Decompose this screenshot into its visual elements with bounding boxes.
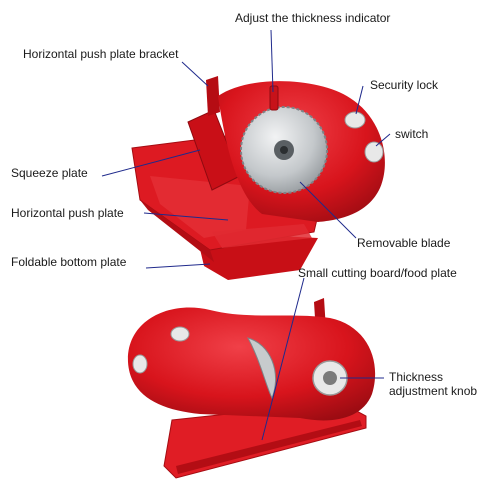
leader-foldable-bottom-plate: [145, 263, 211, 269]
top-slicer: [131, 76, 385, 280]
leader-horizontal-push-plate: [143, 212, 229, 221]
leader-switch: [375, 133, 391, 147]
label-removable-blade: Removable blade: [357, 236, 451, 250]
power-switch: [364, 141, 384, 163]
label-squeeze-plate: Squeeze plate: [11, 166, 88, 180]
rear-switch: [132, 354, 148, 374]
security-lock-button: [344, 111, 366, 129]
small-cutting-board-top: [212, 224, 312, 248]
label-switch: switch: [395, 127, 429, 141]
rear-lock-button: [170, 326, 190, 342]
leader-squeeze-plate: [101, 149, 201, 177]
thickness-indicator: [269, 85, 279, 111]
leader-push-plate-bracket: [181, 61, 209, 87]
label-push-plate-bracket: Horizontal push plate bracket: [23, 47, 179, 61]
leader-cutting-board: [261, 277, 305, 441]
leader-security-lock: [355, 85, 364, 115]
push-plate-bracket: [206, 76, 220, 116]
label-security-lock: Security lock: [370, 78, 439, 92]
leader-lines: [101, 29, 391, 441]
label-foldable-bottom-plate: Foldable bottom plate: [11, 255, 127, 269]
thickness-adjustment-knob: [312, 360, 348, 396]
label-horizontal-push-plate: Horizontal push plate: [11, 206, 124, 220]
leader-removable-blade: [299, 181, 357, 239]
bottom-slicer: [127, 298, 376, 479]
label-thickness-knob: Thickness adjustment knob: [389, 370, 478, 398]
removable-blade: [240, 106, 328, 194]
leader-thickness-indicator: [270, 29, 274, 93]
blade-edge: [246, 337, 276, 400]
label-adjust-thickness-indicator: Adjust the thickness indicator: [235, 11, 391, 25]
slicer-body-rear: [127, 307, 376, 421]
label-cutting-board: Small cutting board/food plate: [298, 266, 457, 280]
